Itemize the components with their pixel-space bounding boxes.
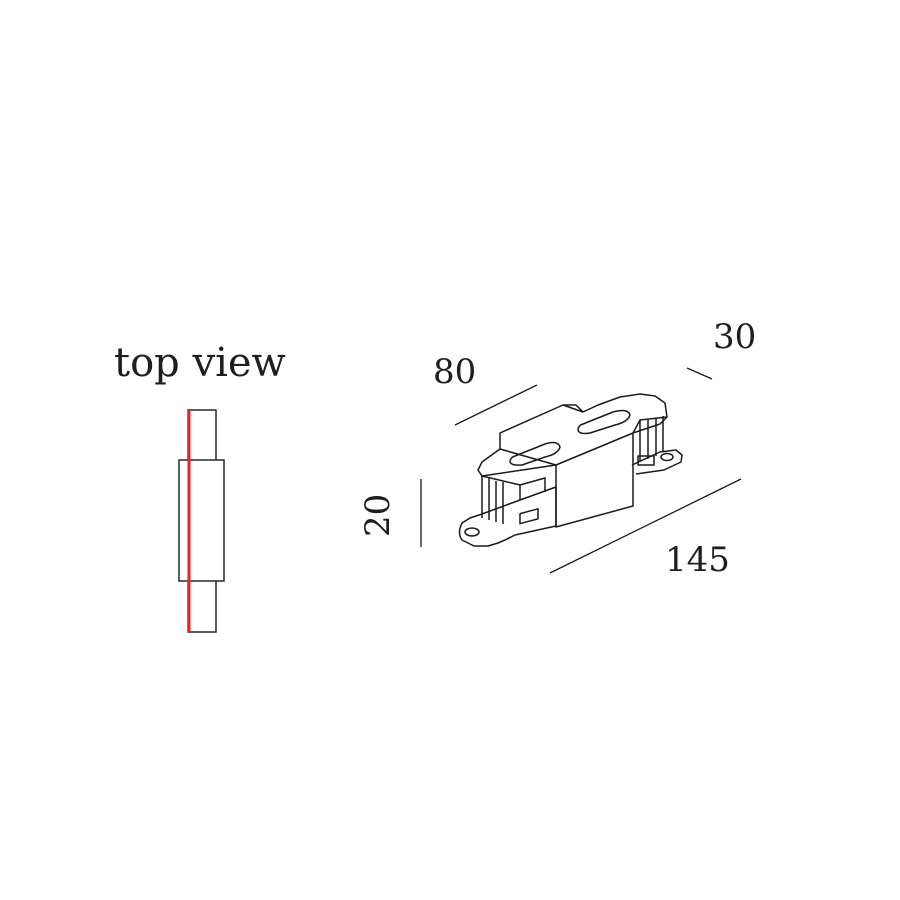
block-top-face — [477, 393, 668, 477]
dimension-line-80 — [454, 384, 538, 426]
connector-isometric-view — [458, 393, 683, 547]
block-front-face — [555, 433, 634, 528]
mounting-hole-left — [464, 527, 480, 537]
left-clip — [519, 508, 539, 525]
mounting-hole-right — [660, 452, 674, 462]
dimension-line-145 — [549, 478, 742, 574]
contact-ribs-right — [639, 416, 664, 462]
left-notch — [519, 477, 546, 492]
top-view-label: top view — [114, 340, 286, 386]
left-side-edge — [481, 475, 521, 500]
dimension-label-80: 80 — [433, 352, 477, 392]
dimension-line-30 — [686, 367, 713, 380]
top-view-body — [178, 459, 225, 582]
base-flange-right — [631, 449, 683, 475]
top-slot-right — [577, 409, 631, 435]
top-step-line — [562, 404, 584, 413]
base-flange-left — [458, 486, 557, 547]
dimension-label-30: 30 — [713, 317, 757, 357]
contact-ribs-left — [481, 476, 504, 524]
top-slot-left — [509, 441, 561, 466]
dimension-label-145: 145 — [665, 540, 730, 580]
dimension-label-20: 20 — [358, 493, 398, 537]
right-clip — [637, 455, 655, 466]
right-side-edge — [632, 416, 668, 434]
top-edge-line — [499, 448, 557, 466]
